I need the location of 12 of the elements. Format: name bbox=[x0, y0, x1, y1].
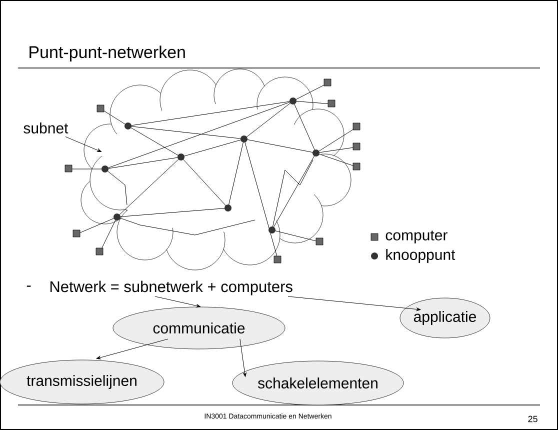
formula-text: Netwerk = subnetwerk + computers bbox=[50, 280, 292, 296]
page-number: 25 bbox=[528, 416, 538, 422]
arrow bbox=[288, 296, 421, 311]
slide-title: Punt-punt-netwerken bbox=[30, 46, 185, 62]
bullet-dash: - bbox=[26, 286, 31, 287]
arrow bbox=[240, 338, 246, 377]
legend-text: computer bbox=[386, 230, 448, 244]
arrow bbox=[65, 136, 102, 152]
legend-text: knooppunt bbox=[386, 249, 456, 263]
arrow bbox=[154, 296, 201, 308]
arrow bbox=[96, 338, 168, 360]
subnet-label: subnet bbox=[24, 122, 68, 134]
